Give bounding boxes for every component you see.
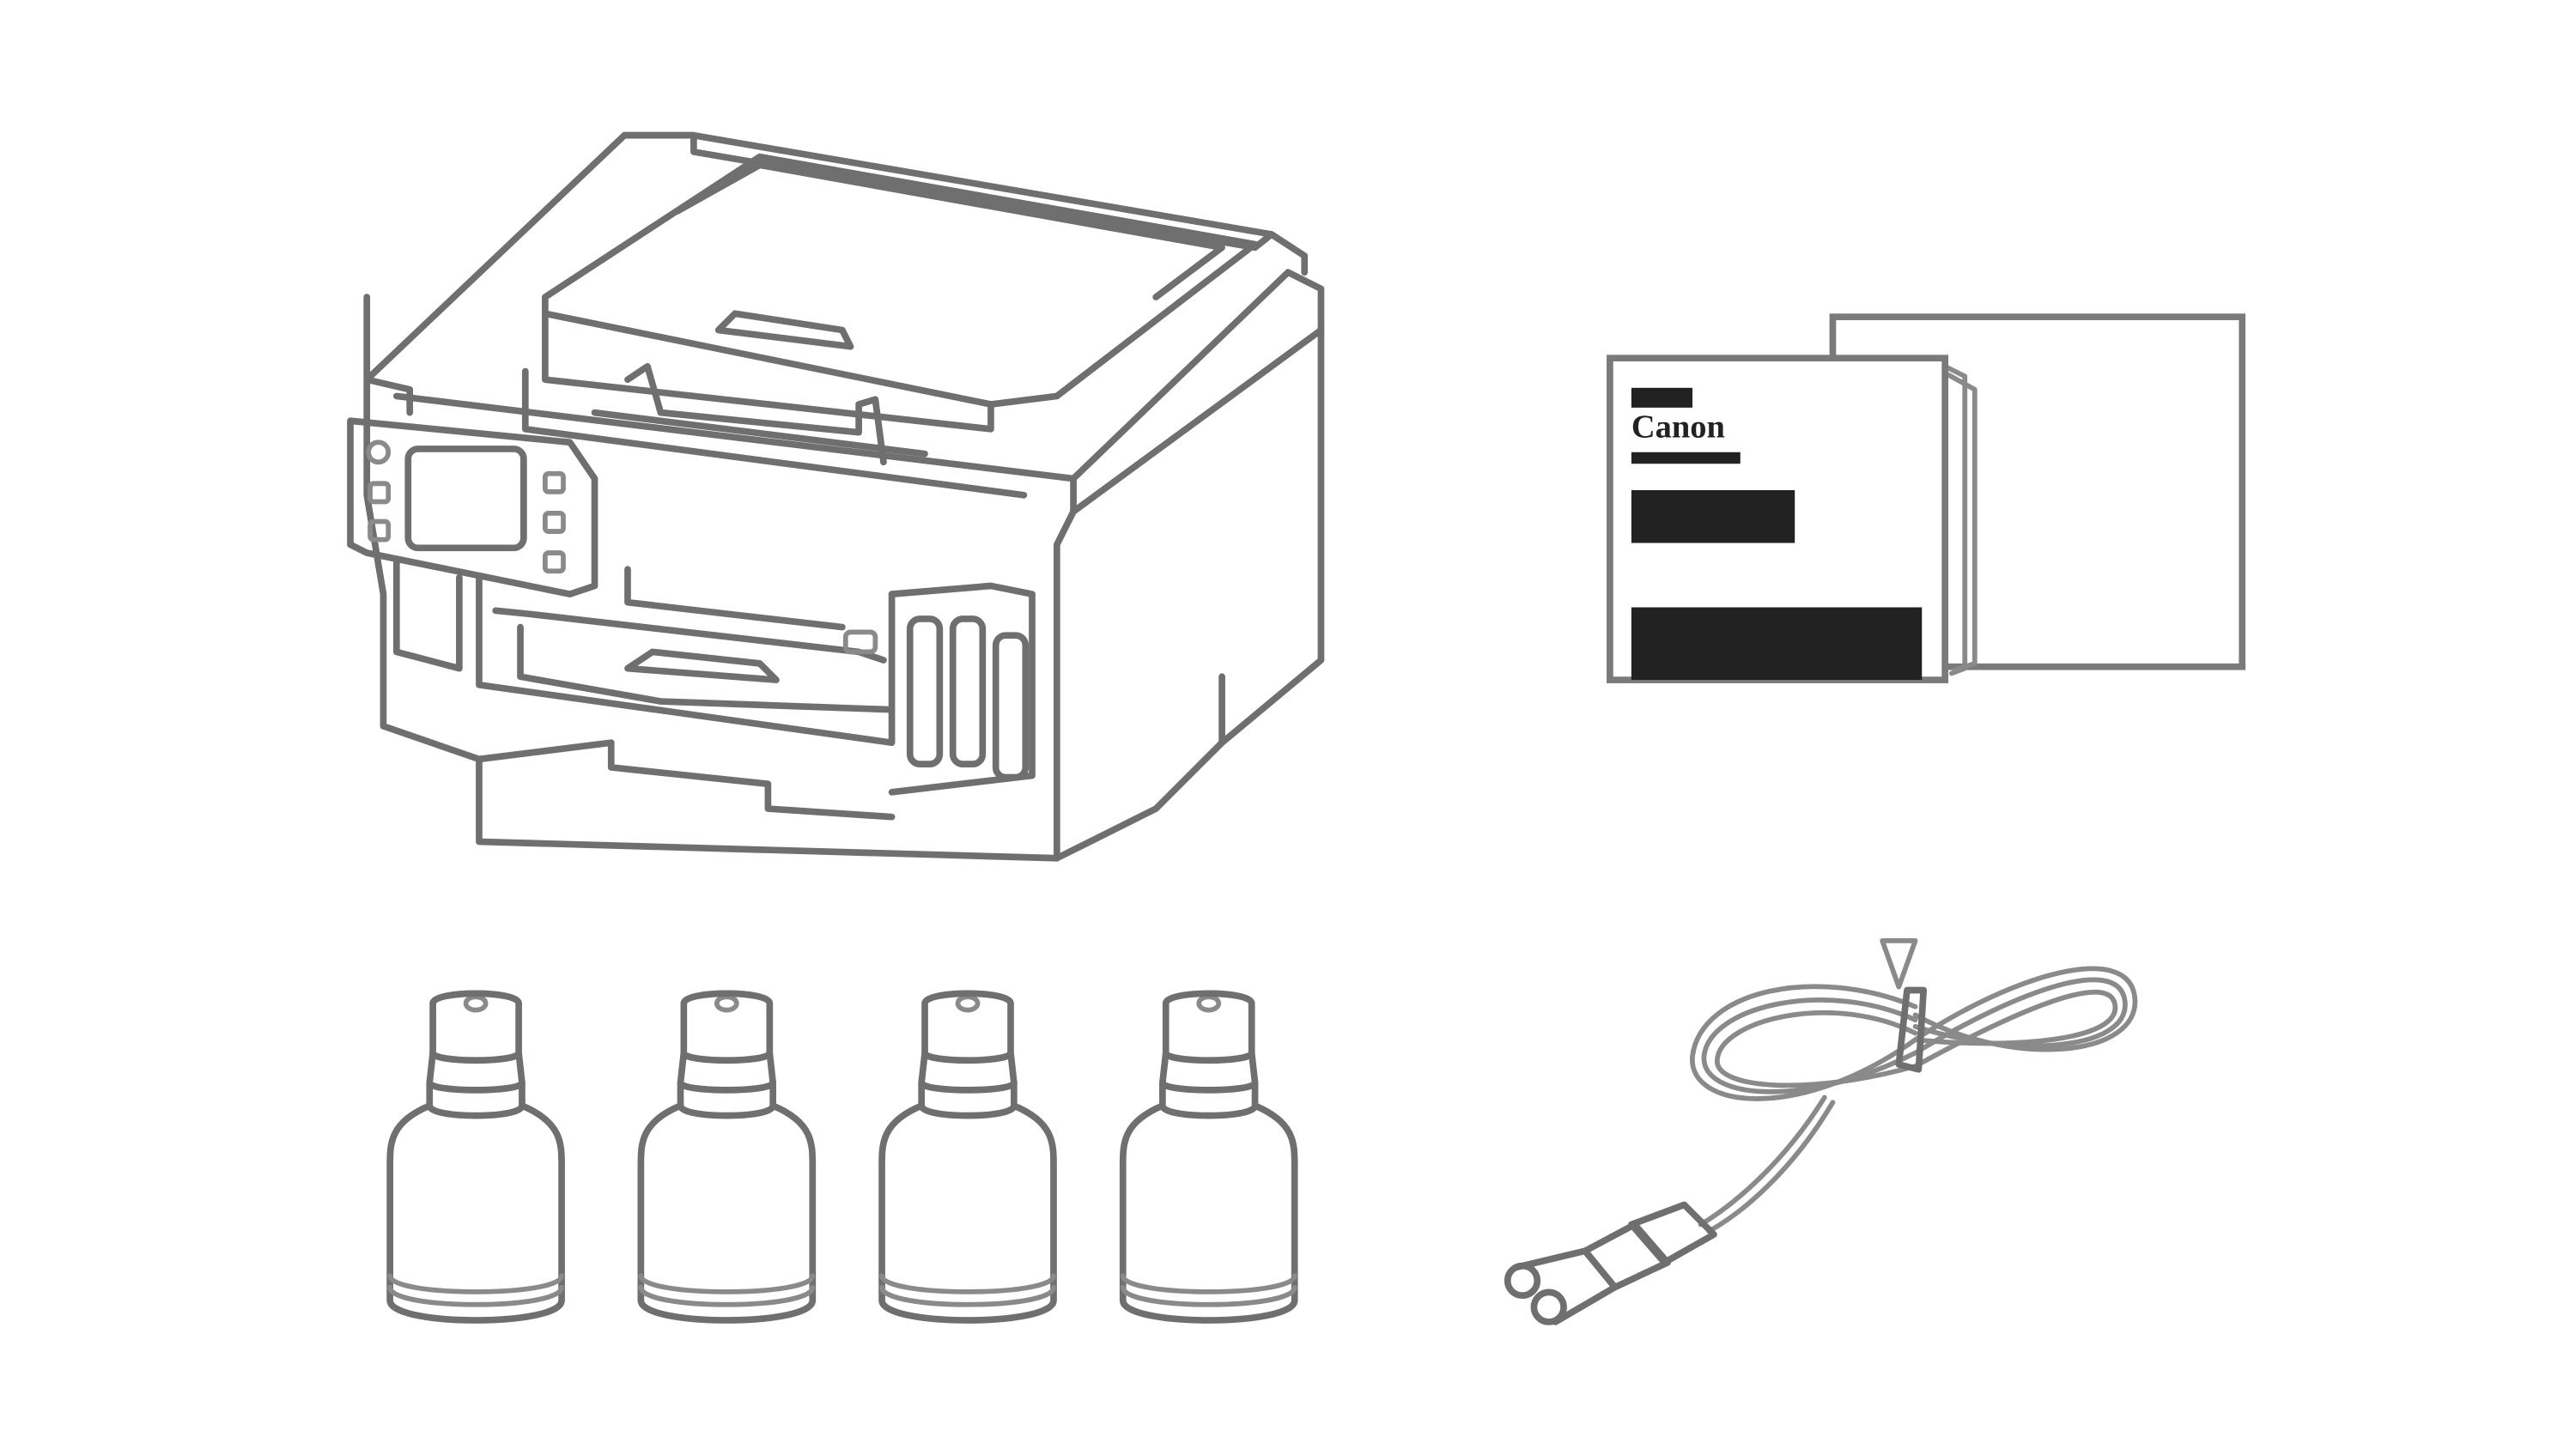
power-cord-icon — [1504, 937, 2138, 1325]
ink-bottle-icon — [1123, 993, 1295, 1320]
ink-bottle-icon — [882, 993, 1054, 1320]
doc-block-top — [1631, 387, 1693, 408]
doc-block-bottom — [1631, 607, 1923, 681]
printer-icon — [347, 131, 1325, 862]
ink-bottle-icon — [641, 993, 812, 1320]
ink-bottles — [390, 993, 1295, 1320]
document-icon: Canon — [1607, 313, 2246, 683]
ink-bottle-icon — [390, 993, 562, 1320]
doc-block-mid — [1631, 489, 1795, 543]
brand-logo: Canon — [1631, 409, 1725, 445]
doc-block-line — [1631, 452, 1741, 464]
